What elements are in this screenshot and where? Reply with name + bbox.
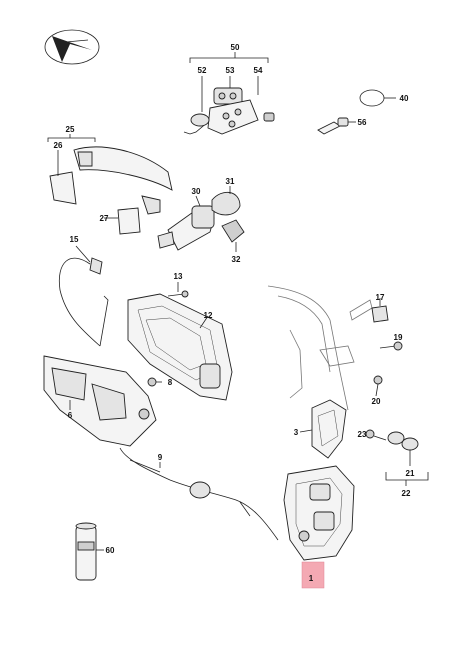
screw-8-part (147, 377, 162, 387)
callout-20: 20 (372, 397, 381, 406)
callout-53: 53 (226, 66, 235, 75)
door-frame-outline (267, 285, 373, 411)
highlight-box (301, 561, 325, 589)
callout-40: 40 (400, 94, 409, 103)
callout-50: 50 (231, 43, 240, 52)
callout-1: 1 (309, 574, 314, 583)
bolt-19-part (379, 341, 403, 351)
lock-cylinder-part (157, 186, 245, 252)
bracket-3-part (299, 399, 347, 459)
callout-32: 32 (232, 255, 241, 264)
callout-31: 31 (226, 177, 235, 186)
callout-27: 27 (100, 214, 109, 223)
callout-54: 54 (254, 66, 263, 75)
spray-can-part (75, 522, 104, 581)
key-blade-part (317, 117, 356, 135)
callout-23: 23 (358, 430, 367, 439)
callout-26: 26 (54, 141, 63, 150)
callout-9: 9 (158, 453, 163, 462)
callout-22: 22 (402, 489, 411, 498)
o-ring-part (359, 89, 385, 107)
bolt-13-part (167, 282, 189, 298)
callout-3: 3 (294, 428, 299, 437)
lock-actuator-part (283, 465, 355, 561)
callout-17: 17 (376, 293, 385, 302)
callout-25: 25 (66, 125, 75, 134)
callout-52: 52 (198, 66, 207, 75)
cable-9-part (119, 447, 279, 541)
callout-21: 21 (406, 469, 415, 478)
inner-handle-part (43, 355, 157, 447)
callout-56: 56 (358, 118, 367, 127)
callout-13: 13 (174, 272, 183, 281)
callout-30: 30 (192, 187, 201, 196)
cable-15-part (58, 245, 109, 347)
callout-8: 8 (168, 378, 173, 387)
carrier-12-part (127, 293, 233, 401)
callout-15: 15 (70, 235, 79, 244)
callout-19: 19 (394, 333, 403, 342)
bolt-20-part (373, 375, 383, 397)
cap-17-part (371, 298, 389, 323)
washer-21-part (387, 431, 419, 466)
callout-60: 60 (106, 546, 115, 555)
callout-6: 6 (68, 411, 73, 420)
outer-handle-part (47, 134, 173, 215)
screw-23-part (365, 429, 387, 441)
bracket-27-part (104, 207, 141, 235)
remote-key-group (183, 52, 275, 135)
callout-12: 12 (204, 311, 213, 320)
orientation-logo (44, 29, 100, 65)
